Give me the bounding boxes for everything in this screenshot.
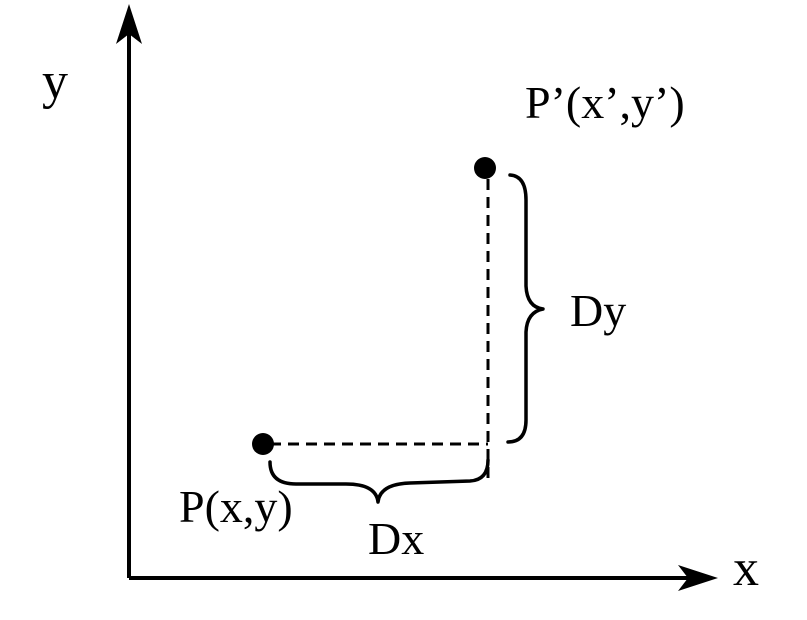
dy-brace: [506, 173, 545, 444]
point-p-prime-dot: [474, 157, 496, 179]
point-p-prime-label: P’(x’,y’): [525, 77, 685, 128]
x-axis-label: x: [733, 540, 759, 597]
point-p-dot: [252, 433, 274, 455]
dy-label: Dy: [570, 285, 626, 336]
y-axis-label: y: [42, 53, 68, 110]
dx-label: Dx: [368, 513, 424, 564]
x-axis-arrowhead: [678, 565, 718, 591]
y-axis-arrowhead: [116, 4, 142, 44]
point-p-label: P(x,y): [179, 481, 293, 532]
dx-brace: [268, 458, 490, 504]
